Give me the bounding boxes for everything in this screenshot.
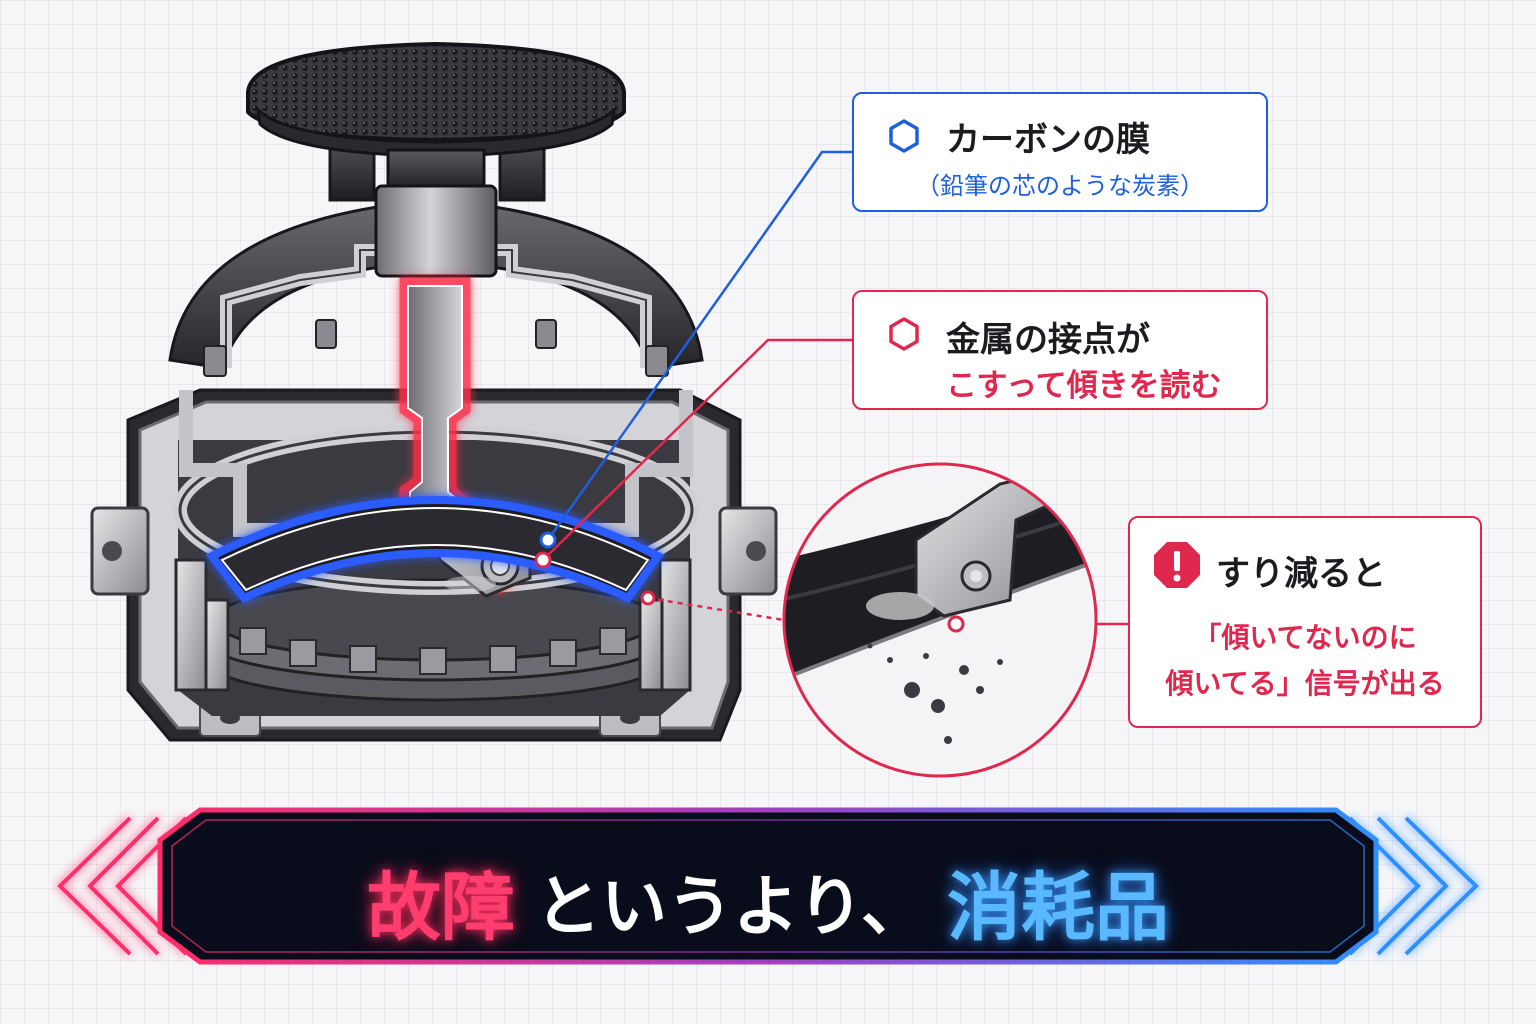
callout-wear-title: すり減ると xyxy=(1216,554,1386,594)
banner-word-failure: 故障 xyxy=(366,864,515,951)
banner-word-consumable: 消耗品 xyxy=(947,864,1170,951)
callout-wear-warning: すり減ると 「傾いてないのに 傾いてる」信号が出る xyxy=(1128,516,1482,728)
callout-wear-line1: 「傾いてないのに xyxy=(1193,621,1417,654)
callout-carbon-title: カーボンの膜 xyxy=(946,120,1150,160)
zoom-detail-circle xyxy=(782,462,1098,778)
hexagon-outline-icon xyxy=(889,317,919,351)
warning-octagon-icon xyxy=(1154,542,1200,588)
callout-contact-subtitle: こすって傾きを読む xyxy=(946,368,1222,404)
banner-word-rather-than: というより、 xyxy=(534,868,928,945)
callout-carbon-subtitle: （鉛筆の芯のような炭素） xyxy=(916,172,1204,200)
hexagon-outline-icon xyxy=(889,119,919,153)
banner-headline: 故障 というより、 消耗品 xyxy=(160,846,1376,956)
callout-contact-title: 金属の接点が xyxy=(946,320,1150,360)
callout-carbon-film: カーボンの膜 （鉛筆の芯のような炭素） xyxy=(852,92,1268,212)
carbon-track-highlight xyxy=(205,496,664,604)
callout-wear-line2: 傾いてる」信号が出る xyxy=(1165,667,1445,700)
joystick-body xyxy=(90,41,778,742)
callout-metal-contact: 金属の接点が こすって傾きを読む xyxy=(852,290,1268,410)
bottom-banner xyxy=(57,807,1479,965)
